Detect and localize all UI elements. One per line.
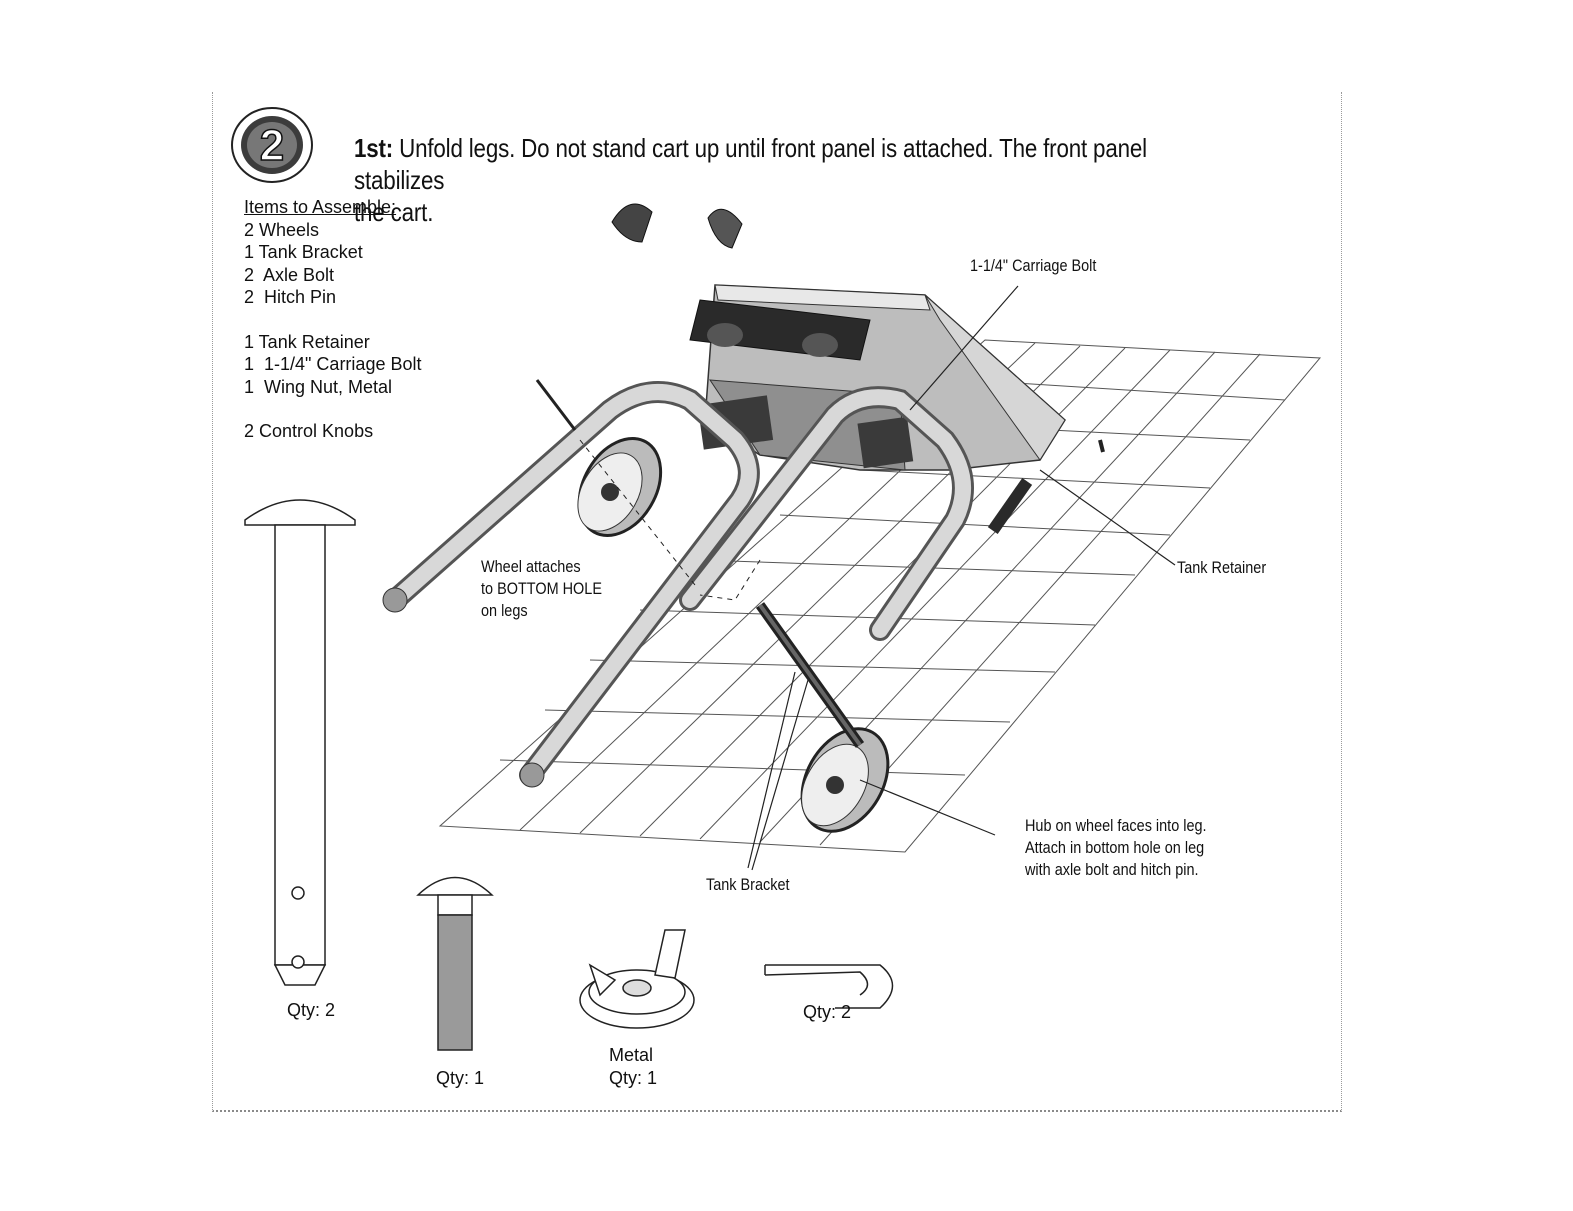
instruction-line-1: Unfold legs. Do not stand cart up until … bbox=[354, 133, 1147, 195]
list-item: 1 Wing Nut, Metal bbox=[244, 376, 393, 397]
axle-bolt-part bbox=[244, 499, 356, 986]
wheels bbox=[577, 437, 890, 833]
control-knobs bbox=[611, 203, 743, 249]
list-item: 1 Tank Retainer bbox=[244, 331, 370, 352]
assembly-guides bbox=[535, 379, 1105, 601]
callout-carriage-bolt: 1-1/4" Carriage Bolt bbox=[970, 256, 1097, 275]
cart-legs bbox=[382, 381, 974, 788]
step-lead: 1st: bbox=[354, 133, 394, 163]
floor-grid bbox=[438, 339, 1322, 853]
carriage-bolt-part bbox=[416, 876, 494, 1051]
list-item: 1 1-1/4" Carriage Bolt bbox=[244, 354, 422, 374]
callout-tank-bracket: Tank Bracket bbox=[706, 875, 790, 894]
list-item: 2 Hitch Pin bbox=[244, 287, 337, 307]
hitch-pin-qty: Qty: 2 bbox=[803, 1002, 852, 1022]
list-item: 2 Axle Bolt bbox=[244, 264, 335, 285]
wing-nut-part bbox=[579, 929, 695, 1029]
wing-nut-qty: Qty: 1 bbox=[609, 1068, 658, 1088]
wing-nut-material: Metal bbox=[609, 1045, 654, 1065]
list-item: 1 Tank Bracket bbox=[244, 242, 363, 262]
axle-bolt-qty: Qty: 2 bbox=[287, 1000, 336, 1020]
hitch-pin-part bbox=[764, 964, 894, 1009]
items-to-assemble-list: Items to Assemble: 2 Wheels 1 Tank Brack… bbox=[244, 196, 421, 443]
callout-leaders bbox=[747, 285, 1176, 871]
step-number: 2 bbox=[260, 121, 284, 170]
carriage-bolt-qty: Qty: 1 bbox=[436, 1068, 485, 1088]
instruction-line-2: the cart. bbox=[354, 197, 434, 227]
items-heading: Items to Assemble: bbox=[244, 197, 397, 217]
list-item: 2 Wheels bbox=[244, 219, 320, 240]
page-frame bbox=[212, 92, 1342, 1112]
step-instruction: 1st: Unfold legs. Do not stand cart up u… bbox=[354, 132, 1180, 228]
callout-tank-retainer: Tank Retainer bbox=[1177, 558, 1267, 577]
callout-hub-instructions: Hub on wheel faces into leg. Attach in b… bbox=[1025, 816, 1207, 879]
list-item: 2 Control Knobs bbox=[244, 421, 374, 441]
step-number-badge: 2 bbox=[231, 107, 313, 183]
tank-bracket bbox=[755, 602, 865, 748]
callout-wheel-attaches: Wheel attaches to BOTTOM HOLE on legs bbox=[481, 557, 602, 620]
